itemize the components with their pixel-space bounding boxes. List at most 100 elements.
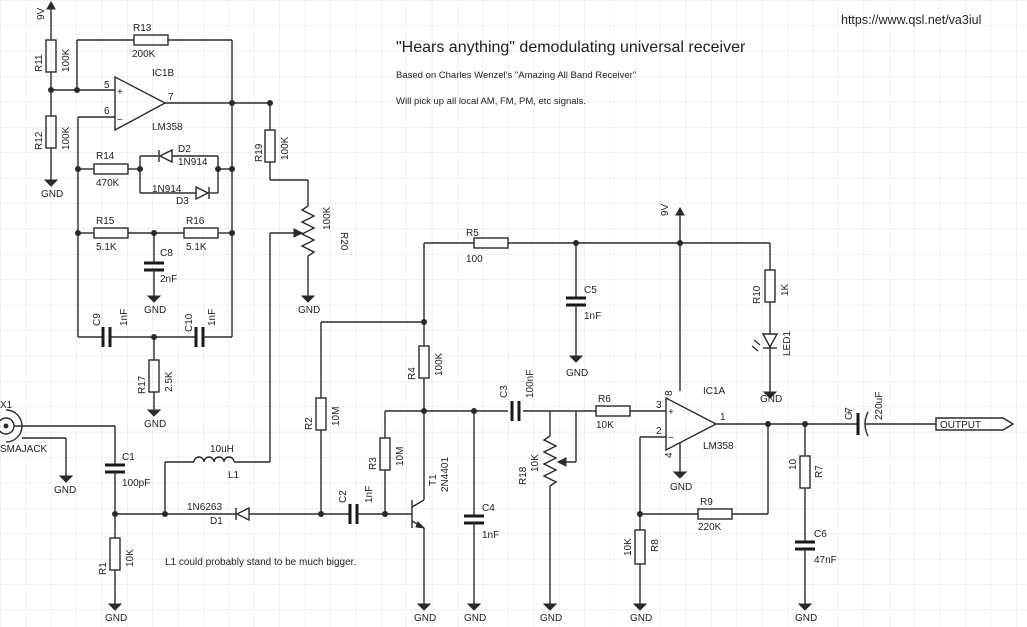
- junction: [765, 421, 771, 427]
- svg-text:GND: GND: [298, 305, 320, 316]
- svg-text:220uF: 220uF: [874, 392, 885, 420]
- diode-d1: 1N6263 D1: [115, 502, 350, 527]
- resistor-r10: R10 1K: [752, 243, 791, 334]
- diode-d2: D2 1N914: [140, 144, 218, 168]
- connector-x1: X1 SMAJACK: [0, 400, 115, 476]
- svg-text:1nF: 1nF: [584, 311, 601, 322]
- svg-text:2N4401: 2N4401: [440, 457, 451, 492]
- svg-text:5.1K: 5.1K: [186, 242, 207, 253]
- svg-text:C5: C5: [584, 285, 597, 296]
- design-note: L1 could probably stand to be much bigge…: [165, 557, 356, 568]
- output-port: OUTPUT: [935, 417, 1015, 431]
- svg-text:T1: T1: [428, 474, 439, 486]
- svg-text:9V: 9V: [660, 203, 671, 216]
- svg-text:C3: C3: [499, 385, 510, 398]
- svg-text:L1: L1: [228, 470, 240, 481]
- gnd-c8: GND: [144, 295, 166, 316]
- svg-text:R4: R4: [407, 367, 418, 380]
- svg-text:GND: GND: [41, 189, 63, 200]
- svg-text:R3: R3: [368, 457, 379, 470]
- potentiometer-r18: R18 10K: [518, 411, 577, 604]
- capacitor-c7: C7 220uF +: [844, 392, 936, 437]
- svg-text:10K: 10K: [530, 454, 541, 472]
- svg-text:200K: 200K: [132, 49, 156, 60]
- svg-text:1N6263: 1N6263: [187, 502, 222, 513]
- svg-text:GND: GND: [540, 613, 562, 624]
- resistor-r4: R4 100K: [407, 243, 445, 500]
- resistor-r19: R19 100K: [254, 103, 309, 206]
- gnd-r20: GND: [298, 295, 320, 316]
- svg-text:4: 4: [664, 452, 675, 458]
- svg-text:10K: 10K: [623, 538, 634, 556]
- svg-text:C6: C6: [814, 529, 827, 540]
- junction: [215, 166, 221, 172]
- opamp-ic1a: + − 3 2 1 8 4 IC1A LM358: [656, 386, 734, 458]
- svg-text:470K: 470K: [96, 178, 120, 189]
- svg-text:2.5K: 2.5K: [164, 371, 175, 392]
- svg-text:6: 6: [104, 106, 110, 117]
- svg-text:R13: R13: [133, 23, 152, 34]
- capacitor-c4: C4 1nF: [464, 411, 499, 604]
- svg-text:+: +: [117, 87, 123, 98]
- junction: [677, 240, 683, 246]
- svg-text:GND: GND: [54, 485, 76, 496]
- svg-text:R18: R18: [518, 466, 529, 485]
- svg-text:R14: R14: [96, 151, 115, 162]
- svg-text:C9: C9: [92, 313, 103, 326]
- svg-text:D3: D3: [176, 196, 189, 207]
- junction: [74, 87, 80, 93]
- diode-d3: 1N914 D3: [140, 184, 218, 207]
- junction: [267, 100, 273, 106]
- gnd-r12: GND: [41, 179, 63, 200]
- svg-text:1N914: 1N914: [178, 157, 208, 168]
- svg-text:7: 7: [168, 92, 174, 103]
- svg-text:R17: R17: [137, 375, 148, 394]
- resistor-r1: R1 10K: [98, 537, 136, 604]
- svg-text:OUTPUT: OUTPUT: [940, 420, 981, 431]
- svg-text:D1: D1: [210, 516, 223, 527]
- svg-text:1: 1: [720, 412, 726, 423]
- svg-text:100K: 100K: [61, 126, 72, 150]
- svg-text:2nF: 2nF: [160, 274, 177, 285]
- svg-text:GND: GND: [566, 368, 588, 379]
- resistor-r5: R5 100: [424, 228, 770, 265]
- svg-text:C8: C8: [160, 248, 173, 259]
- svg-text:100K: 100K: [61, 48, 72, 72]
- resistor-r8: 10K R8: [623, 529, 661, 604]
- svg-text:10uH: 10uH: [210, 444, 234, 455]
- junction: [75, 230, 81, 236]
- junction: [229, 166, 235, 172]
- junction: [75, 166, 81, 172]
- svg-text:100K: 100K: [322, 206, 333, 230]
- svg-text:5: 5: [104, 80, 110, 91]
- svg-text:C7: C7: [844, 407, 855, 420]
- junction: [421, 408, 427, 414]
- resistor-r6: R6 10K: [576, 394, 666, 431]
- svg-text:10: 10: [788, 458, 799, 470]
- c3-gap: [508, 405, 523, 417]
- svg-text:R19: R19: [254, 143, 265, 162]
- svg-text:R10: R10: [752, 285, 763, 304]
- supply-9v-left: 9V: [36, 0, 56, 40]
- svg-text:−: −: [668, 433, 674, 444]
- svg-text:GND: GND: [105, 613, 127, 624]
- transistor-t1: T1 2N4401: [411, 457, 451, 604]
- svg-text:47nF: 47nF: [814, 555, 837, 566]
- svg-text:LED1: LED1: [782, 331, 793, 356]
- svg-text:10M: 10M: [395, 447, 406, 466]
- schematic-description: Will pick up all local AM, FM, PM, etc s…: [396, 96, 586, 107]
- resistor-r2: R2 10M: [304, 321, 424, 514]
- gnd-c4: GND: [464, 603, 486, 624]
- gnd-r17: GND: [144, 409, 166, 430]
- resistor-r3: R3 10M: [368, 410, 576, 514]
- resistor-r17: R17 2.5K: [137, 337, 175, 410]
- svg-text:R15: R15: [96, 216, 115, 227]
- svg-text:R1: R1: [98, 562, 109, 575]
- svg-text:GND: GND: [760, 394, 782, 405]
- svg-text:C1: C1: [122, 452, 135, 463]
- svg-text:R16: R16: [186, 216, 205, 227]
- svg-text:R7: R7: [814, 465, 825, 478]
- resistor-r12: R12 100K: [34, 90, 72, 180]
